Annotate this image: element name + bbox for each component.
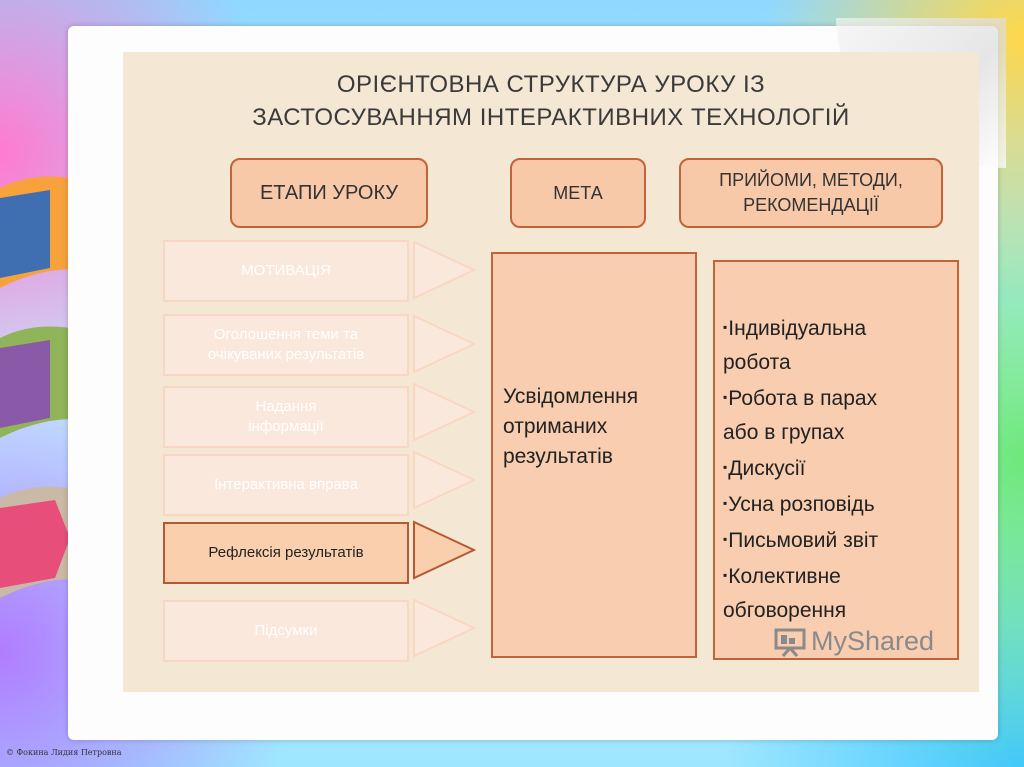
stage-topic-announcement: Оголошення теми та очікуваних результаті… (163, 314, 409, 376)
stage-label: Підсумки (255, 621, 318, 641)
slide-title: ОРІЄНТОВНА СТРУКТУРА УРОКУ ІЗ ЗАСТОСУВАН… (123, 68, 979, 134)
watermark-text: MyShared (811, 626, 934, 657)
stage-label-2: очікуваних результатів (208, 345, 364, 365)
header-methods: ПРИЙОМИ, МЕТОДИ, РЕКОМЕНДАЦІЇ (679, 158, 943, 228)
arrow-right-icon (412, 240, 476, 300)
arrow-right-icon (412, 450, 476, 510)
stage-information: Надання інформації (163, 386, 409, 448)
method-item: ▪Письмовий звіт (723, 522, 949, 558)
title-line-2: ЗАСТОСУВАННЯМ ІНТЕРАКТИВНИХ ТЕХНОЛОГІЙ (123, 101, 979, 134)
slide: ОРІЄНТОВНА СТРУКТУРА УРОКУ ІЗ ЗАСТОСУВАН… (123, 52, 979, 692)
method-item: ▪Дискусії (723, 450, 949, 486)
goal-box: Усвідомлення отриманих результатів (491, 252, 697, 658)
arrow-right-icon (412, 314, 476, 374)
header-methods-line-2: РЕКОМЕНДАЦІЇ (743, 193, 879, 218)
stage-label: Рефлексія результатів (208, 543, 363, 563)
watermark: MyShared (773, 626, 934, 657)
stage-interactive-exercise: Інтерактивна вправа (163, 454, 409, 516)
presentation-icon (773, 627, 807, 657)
header-stages: ЕТАПИ УРОКУ (230, 158, 428, 228)
author-credit: © Фокина Лидия Петровна (6, 748, 122, 757)
stage-label-2: інформації (248, 417, 323, 437)
header-goal: МЕТА (510, 158, 646, 228)
header-goal-label: МЕТА (553, 183, 602, 204)
stage-motivation: МОТИВАЦІЯ (163, 240, 409, 302)
stage-label: МОТИВАЦІЯ (241, 261, 331, 281)
arrow-right-icon (412, 598, 476, 658)
title-line-1: ОРІЄНТОВНА СТРУКТУРА УРОКУ ІЗ (123, 68, 979, 101)
goal-line-2: отриманих (503, 412, 685, 442)
stage-summary: Підсумки (163, 600, 409, 662)
stage-label: Інтерактивна вправа (214, 475, 358, 495)
goal-line-3: результатів (503, 442, 685, 472)
stage-label: Оголошення теми та (208, 325, 364, 345)
header-stages-label: ЕТАПИ УРОКУ (260, 182, 398, 205)
stage-label: Надання (248, 397, 323, 417)
stage-reflection: Рефлексія результатів (163, 522, 409, 584)
arrow-right-icon-active (412, 520, 476, 580)
arrow-right-icon (412, 382, 476, 442)
method-item: ▪Усна розповідь (723, 486, 949, 522)
goal-line-1: Усвідомлення (503, 382, 685, 412)
header-methods-line-1: ПРИЙОМИ, МЕТОДИ, (719, 168, 903, 193)
